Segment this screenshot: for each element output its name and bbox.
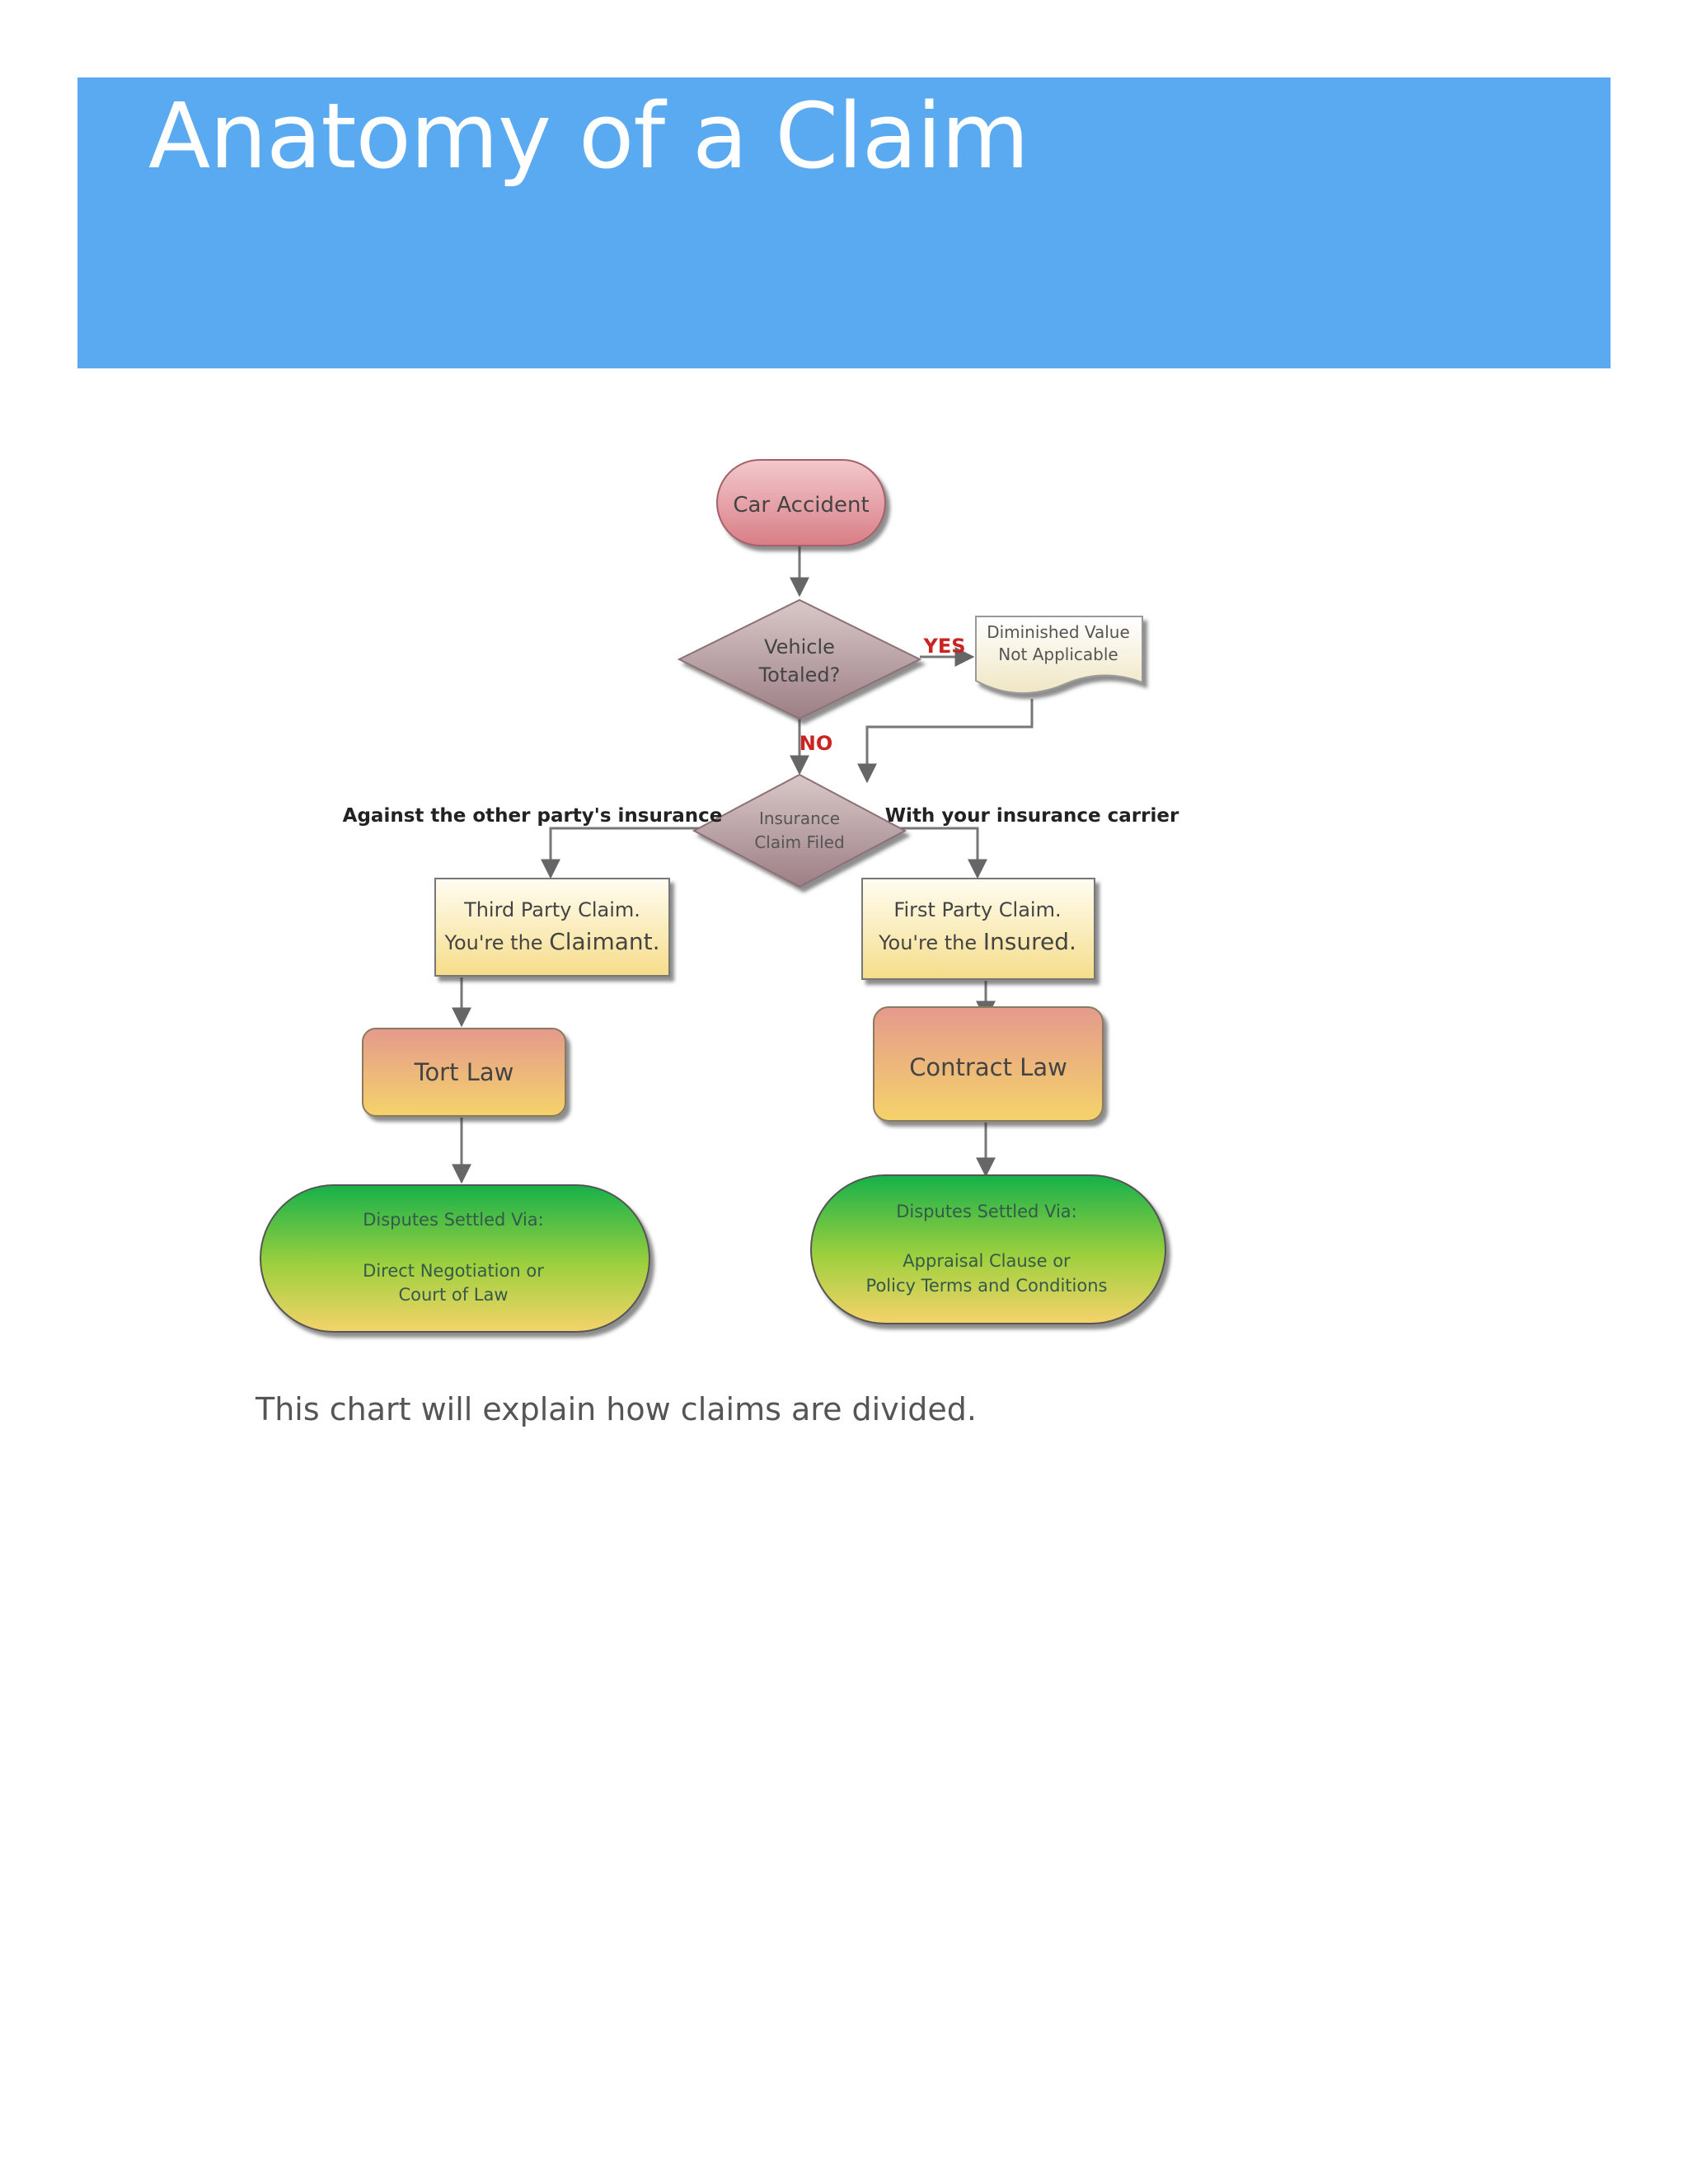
diminished-value-note — [975, 616, 1143, 695]
chart-caption: This chart will explain how claims are d… — [256, 1391, 977, 1427]
page-title: Anatomy of a Claim — [148, 83, 1029, 189]
connector-diminished-to-claim — [857, 699, 1034, 784]
contract-law-label: Contract Law — [909, 1053, 1067, 1081]
third-party-line2-emph: Claimant. — [549, 928, 659, 955]
third-party-claim-node — [434, 878, 670, 977]
no-label: NO — [799, 732, 833, 755]
claim-flowchart: Car Accident Vehicle Totaled? YES NO Dim… — [260, 459, 1179, 1333]
left-disputes-line3: Court of Law — [398, 1285, 508, 1305]
left-branch-label: Against the other party's insurance — [343, 805, 723, 827]
left-disputes-line1: Disputes Settled Via: — [363, 1210, 544, 1230]
claim-filed-label-line2: Claim Filed — [754, 832, 844, 852]
car-accident-label: Car Accident — [733, 493, 869, 518]
contract-law-node — [873, 1006, 1104, 1122]
third-party-line2-prefix: You're the — [443, 931, 549, 954]
connector-claim-right — [898, 827, 987, 879]
first-party-line2-prefix: You're the — [878, 931, 983, 954]
tort-law-label: Tort Law — [414, 1058, 514, 1086]
vehicle-totaled-decision — [677, 598, 922, 720]
first-party-line2: You're the Insured. — [878, 928, 1076, 955]
first-party-claim-node — [861, 878, 1095, 980]
claim-filed-label-line1: Insurance — [759, 808, 840, 828]
yes-label: YES — [922, 635, 965, 658]
right-disputes-line1: Disputes Settled Via: — [896, 1202, 1077, 1221]
first-party-line1: First Party Claim. — [893, 898, 1061, 921]
vehicle-totaled-label-line2: Totaled? — [758, 663, 841, 687]
right-disputes-line3: Policy Terms and Conditions — [866, 1276, 1108, 1296]
car-accident-node — [716, 459, 886, 546]
right-disputes-node — [810, 1174, 1166, 1324]
left-disputes-node — [260, 1184, 650, 1333]
claim-filed-decision — [692, 773, 907, 888]
left-disputes-line2: Direct Negotiation or — [363, 1261, 544, 1281]
title-banner — [77, 77, 1611, 368]
first-party-line2-emph: Insured. — [983, 928, 1076, 955]
connector-claim-left — [541, 827, 701, 879]
third-party-line2: You're the Claimant. — [443, 928, 659, 955]
right-branch-label: With your insurance carrier — [885, 805, 1179, 827]
third-party-line1: Third Party Claim. — [463, 898, 640, 921]
diminished-value-line1: Diminished Value — [987, 622, 1130, 642]
tort-law-node — [362, 1028, 566, 1117]
vehicle-totaled-label-line1: Vehicle — [764, 635, 835, 658]
right-disputes-line2: Appraisal Clause or — [903, 1251, 1071, 1271]
diminished-value-line2: Not Applicable — [998, 644, 1118, 664]
